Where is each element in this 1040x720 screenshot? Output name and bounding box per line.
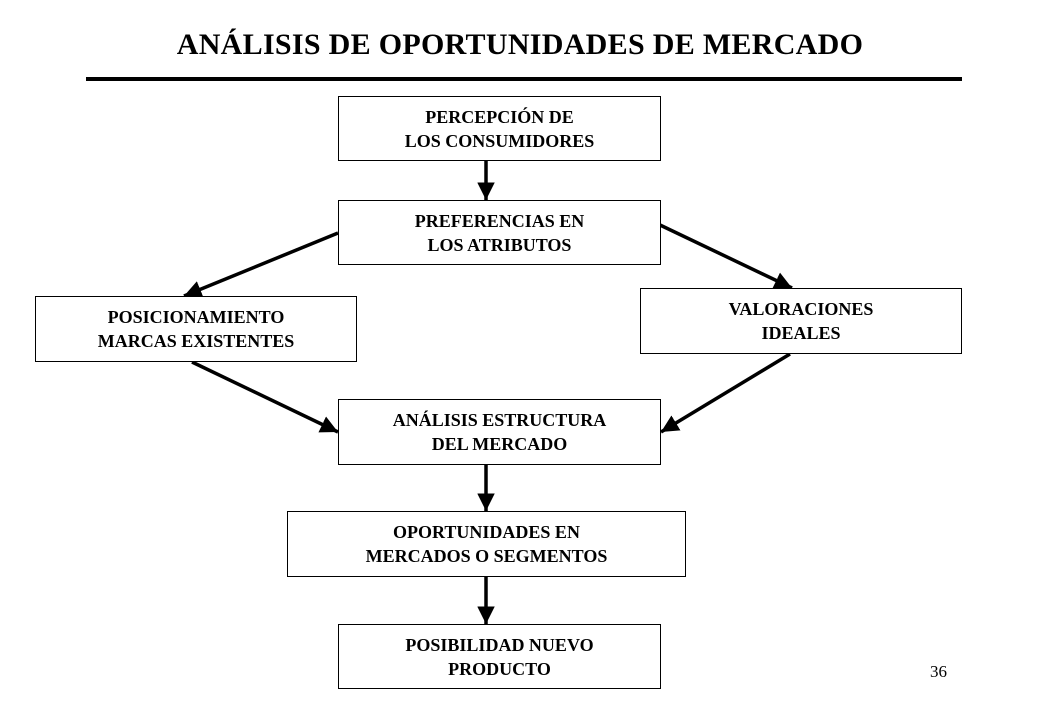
node-label-line: POSICIONAMIENTO: [107, 307, 285, 327]
page-number: 36: [930, 662, 947, 681]
node-preferencias-atributos: PREFERENCIAS EN LOS ATRIBUTOS: [338, 200, 661, 265]
node-oportunidades-mercados: OPORTUNIDADES EN MERCADOS O SEGMENTOS: [287, 511, 686, 577]
node-valoraciones-ideales: VALORACIONES IDEALES: [640, 288, 962, 354]
node-label-line: VALORACIONES: [728, 299, 874, 319]
node-label-line: PRODUCTO: [448, 658, 551, 679]
page-title: ANÁLISIS DE OPORTUNIDADES DE MERCADO: [176, 28, 864, 61]
edge-valoraciones-analisis: [660, 352, 791, 434]
node-label-line: ANÁLISIS ESTRUCTURA: [392, 410, 607, 430]
node-analisis-estructura: ANÁLISIS ESTRUCTURA DEL MERCADO: [338, 399, 661, 465]
edge-preferencias-valoraciones: [659, 223, 793, 290]
edge-preferencias-posicionamiento: [183, 231, 339, 298]
node-posicionamiento-marcas: POSICIONAMIENTO MARCAS EXISTENTES: [35, 296, 357, 362]
node-label-line: OPORTUNIDADES EN: [393, 522, 580, 542]
node-label-line: PREFERENCIAS EN: [414, 210, 585, 231]
node-label-line: POSIBILIDAD NUEVO: [405, 634, 594, 655]
node-label-line: PERCEPCIÓN DE: [425, 106, 574, 127]
node-percepcion-consumidores: PERCEPCIÓN DE LOS CONSUMIDORES: [338, 96, 661, 161]
node-label-line: LOS ATRIBUTOS: [427, 234, 572, 255]
node-label-line: LOS CONSUMIDORES: [404, 130, 595, 151]
node-label-line: DEL MERCADO: [431, 434, 568, 454]
node-label-line: MARCAS EXISTENTES: [97, 331, 295, 351]
node-label-line: MERCADOS O SEGMENTOS: [365, 546, 608, 566]
title-underline: [86, 77, 962, 81]
node-label-line: IDEALES: [761, 323, 841, 343]
node-posibilidad-producto: POSIBILIDAD NUEVO PRODUCTO: [338, 624, 661, 689]
edge-posicionamiento-analisis: [191, 360, 339, 434]
